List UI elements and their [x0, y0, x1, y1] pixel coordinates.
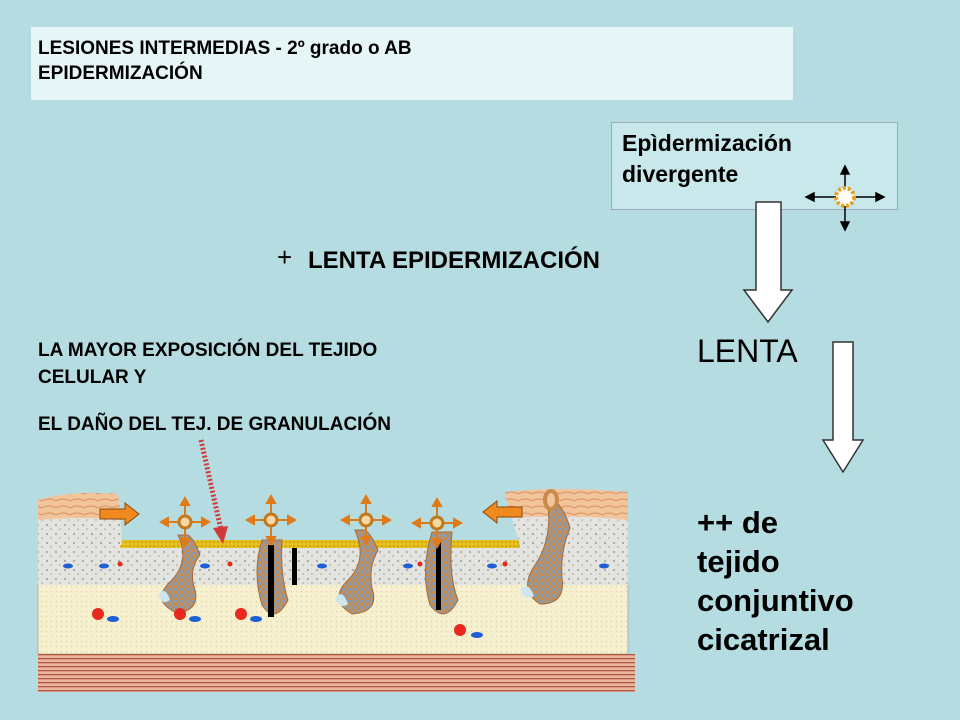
follicle-bulbs: [158, 586, 534, 606]
exposure-note-line1: LA MAYOR EXPOSICIÓN DEL TEJIDO CELULAR Y: [38, 340, 378, 388]
hair-shafts: [268, 540, 441, 617]
muscle-layer: [38, 654, 635, 692]
right-epidermis: [505, 489, 628, 520]
follicle-top-ring: [543, 489, 559, 511]
slow-epidermization-heading: LENTA EPIDERMIZACIÓN: [308, 247, 600, 274]
plus-sign: +: [277, 242, 293, 272]
down-arrow-2: [821, 341, 865, 474]
exposure-pointer-arrow: [198, 439, 228, 544]
down-arrow-1: [742, 201, 794, 324]
exposure-note-line2: EL DAÑO DEL TEJ. DE GRANULACIÓN: [38, 414, 391, 435]
blood-cells: [63, 561, 609, 638]
migration-arrows: [99, 499, 523, 527]
divergent-icon: [804, 164, 886, 232]
title-box: [31, 27, 793, 100]
divergent-epidermization-label: Epìdermización divergente: [622, 130, 792, 187]
granulation-layer: [120, 540, 540, 548]
page-title: LESIONES INTERMEDIAS - 2º grado o AB EPI…: [38, 38, 412, 84]
divergent-cross-arrows: [158, 493, 464, 550]
slow-label: LENTA: [697, 333, 798, 369]
result-label: ++ de tejido conjuntivo cicatrizal: [697, 505, 854, 657]
hair-follicles: [161, 501, 571, 615]
